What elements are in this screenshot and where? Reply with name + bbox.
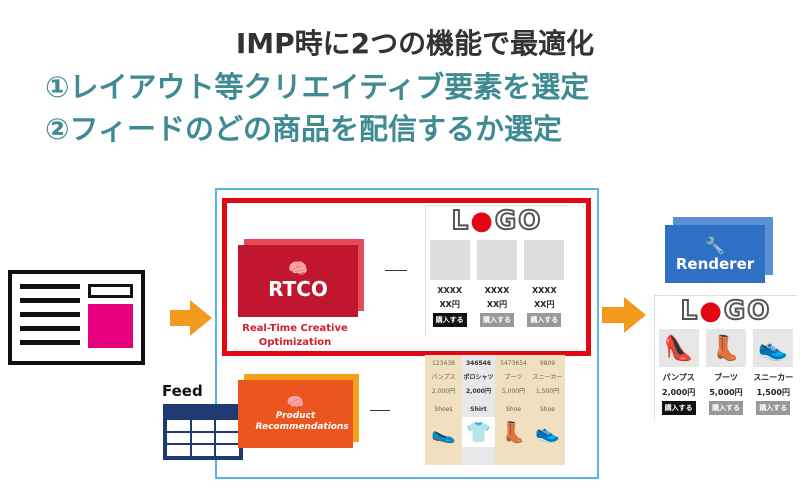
logo: L●GO (680, 295, 772, 327)
renderer-block: 🔧 Renderer (665, 225, 765, 283)
brain-icon: 🧠 (288, 259, 308, 278)
buy-button[interactable]: 購入する (708, 401, 743, 415)
buy-button[interactable]: 購入する (527, 313, 562, 327)
small-arrow (370, 410, 390, 411)
web-page-icon (8, 270, 145, 365)
wrench-icon: 🔧 (705, 235, 725, 255)
rtco-caption: Real-Time Creative Optimization (242, 323, 348, 348)
buy-button[interactable]: 購入する (756, 401, 791, 415)
optimization-frame (215, 188, 599, 479)
arrow-icon (602, 297, 646, 333)
rtco-label: RTCO (268, 277, 328, 301)
product-recommendations-block: 🧠 Product Recommendations (238, 380, 353, 448)
arrow-icon (170, 300, 212, 336)
feed-label: Feed (162, 382, 203, 400)
rtco-block: 🧠 RTCO (238, 245, 358, 317)
small-arrow (385, 270, 407, 271)
buy-button[interactable]: 購入する (661, 401, 696, 415)
buy-button[interactable]: 購入する (432, 313, 467, 327)
point-1: ①レイアウト等クリエイティブ要素を選定 (45, 70, 590, 104)
logo: L●GO (451, 205, 543, 237)
point-2: ②フィードのどの商品を配信するか選定 (45, 112, 562, 146)
buy-button[interactable]: 購入する (479, 313, 514, 327)
rtco-frame (222, 198, 591, 356)
brain-icon: 🧠 (286, 395, 305, 411)
slide-title: IMP時に2つの機能で最適化 (235, 27, 595, 60)
feed-table-icon (163, 404, 243, 460)
